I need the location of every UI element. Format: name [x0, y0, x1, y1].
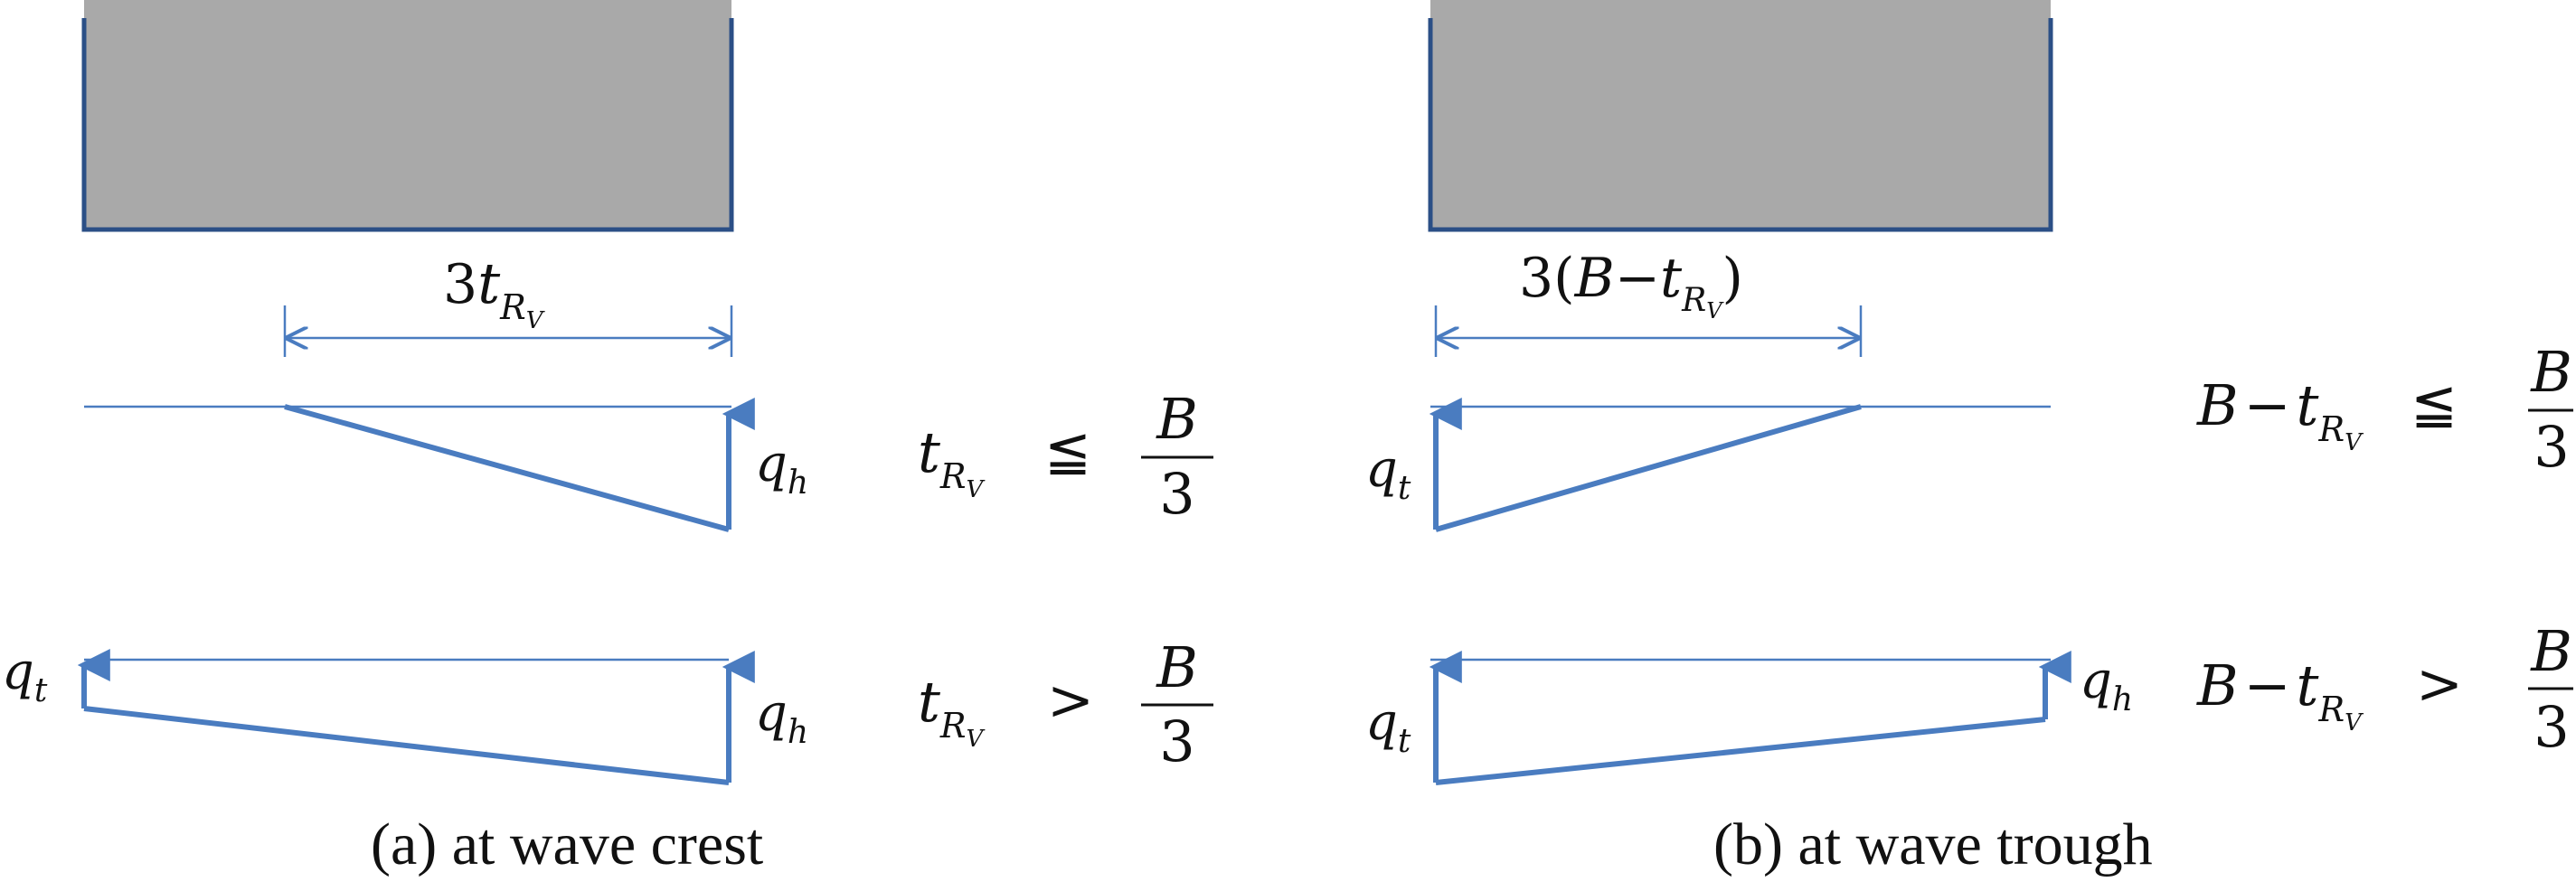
condition-op-case2-a: >	[1047, 667, 1094, 733]
condition-case2-a: tRV > B 3	[918, 634, 1213, 774]
distribution-case1-a: qh	[84, 398, 808, 532]
condition-lhs-case1-b: B−tRV	[2196, 372, 2364, 456]
panel-a: 3tRV qh tRV ≦ B 3	[2, 0, 1213, 877]
caisson-fill-a	[84, 0, 731, 230]
pressure-slope-case1-a	[284, 404, 730, 532]
condition-den-case2-a: 3	[1159, 708, 1194, 774]
pressure-slope-case1-b	[1435, 404, 1862, 532]
qh-label-case2-a: qh	[755, 684, 808, 751]
condition-op-case1-b: ≦	[2411, 371, 2458, 436]
qt-label-case2-b: qt	[1365, 693, 1411, 760]
width-label-a: 3tRV	[443, 250, 545, 334]
condition-num-case1-a: B	[1156, 386, 1198, 452]
width-dimension-a: 3tRV	[283, 250, 733, 357]
condition-op-case2-b: >	[2416, 651, 2463, 717]
condition-den-case2-b: 3	[2534, 694, 2569, 760]
caption-b: (b) at wave trough	[1713, 812, 2153, 877]
condition-lhs-case2-b: B−tRV	[2196, 652, 2364, 737]
pressure-slope-case2-b	[1435, 717, 2046, 785]
qt-label-case2-a: qt	[2, 643, 48, 709]
condition-num-case1-b: B	[2530, 339, 2572, 405]
width-label-b: 3(B−tRV)	[1519, 247, 1743, 324]
caisson-block-b	[1428, 0, 2053, 232]
caisson-outline-b	[1428, 18, 2053, 232]
caption-a: (a) at wave crest	[371, 812, 763, 877]
condition-num-case2-a: B	[1156, 634, 1198, 700]
panel-b: 3(B−tRV) qt B−tRV ≦ B 3	[1365, 0, 2573, 877]
qh-label-case1-a: qh	[755, 435, 808, 502]
pressure-slope-case2-a	[83, 706, 730, 785]
condition-den-case1-b: 3	[2534, 414, 2569, 480]
width-dimension-b: 3(B−tRV)	[1434, 247, 1863, 357]
condition-lhs-case1-a: tRV	[918, 419, 986, 503]
distribution-case2-a: qt qh	[2, 643, 808, 785]
caisson-block-a	[81, 0, 734, 232]
distribution-case1-b: qt	[1365, 398, 2051, 532]
condition-case2-b: B−tRV > B 3	[2196, 618, 2573, 760]
condition-case1-b: B−tRV ≦ B 3	[2196, 339, 2573, 480]
condition-num-case2-b: B	[2530, 618, 2572, 684]
qh-label-case2-b: qh	[2080, 652, 2133, 718]
caisson-outline-a	[81, 18, 734, 232]
qt-label-case1-b: qt	[1365, 440, 1411, 507]
condition-den-case1-a: 3	[1159, 461, 1194, 527]
caisson-fill-b	[1430, 0, 2051, 230]
distribution-case2-b: qt qh	[1365, 651, 2133, 785]
condition-case1-a: tRV ≦ B 3	[918, 386, 1213, 527]
condition-op-case1-a: ≦	[1044, 418, 1091, 483]
condition-lhs-case2-a: tRV	[918, 669, 986, 753]
